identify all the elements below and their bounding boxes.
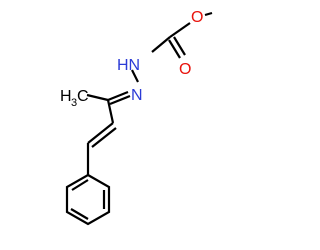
bond-alkene-double-2 [91,127,117,148]
bond-methyl-methoxy-o [204,11,213,17]
methyl-label-c: C [77,88,89,105]
molecule-structure: O O HN N H 3 C [60,9,213,226]
bond-imine-double-1 [107,90,129,102]
phenyl-inner-bond-2 [70,208,89,220]
bond-alkene-double-1 [87,122,114,144]
bond-carbonyl-double-2 [173,36,186,56]
nh-label: HN [117,57,140,74]
methyl-label-subscript: 3 [71,97,77,109]
bond-imine-double-2 [109,94,131,106]
methoxy-oxygen-label: O [191,9,203,26]
imine-nitrogen-label: N [131,87,143,104]
bond-carbonyl-c-nh [151,36,171,53]
methyl-label-h: H [60,88,72,105]
phenyl-inner-bond-3 [71,179,89,191]
carbonyl-oxygen-label: O [179,61,191,78]
bond-imine-c-alkene [106,99,115,124]
bond-carbonyl-double-1 [168,39,181,59]
bond-nh-n [131,69,139,83]
bond-methoxy-o-carbonyl-c [169,22,191,38]
phenyl-ring [65,173,111,226]
bond-imine-c-methyl [86,93,109,102]
